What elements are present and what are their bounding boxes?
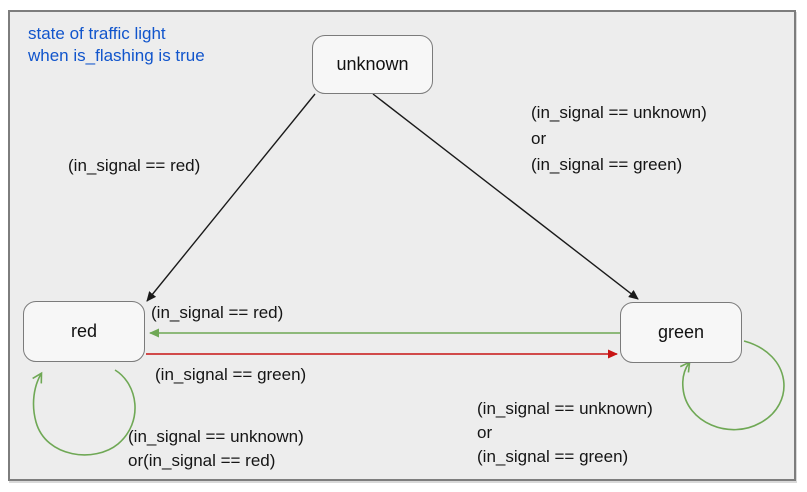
transitions-layer: [32, 93, 785, 456]
edge-label-line: (in_signal == unknown): [128, 427, 304, 446]
edge-label-line: or: [477, 423, 493, 442]
transition-red-self-loop: [32, 369, 136, 456]
edge-label-red-self-loop: (in_signal == unknown) or(in_signal == r…: [128, 425, 304, 473]
edge-label-green-to-red: (in_signal == red): [151, 303, 284, 322]
edge-label-unknown-to-red: (in_signal == red): [68, 156, 201, 175]
diagram-title: state of traffic light when is_flashing …: [28, 23, 205, 67]
edge-label-line: or: [531, 129, 547, 148]
title-line-1: state of traffic light: [28, 24, 166, 43]
edge-label-unknown-to-green: (in_signal == unknown) or (in_signal == …: [531, 100, 707, 178]
edge-label-line: or(in_signal == red): [128, 451, 276, 470]
diagram-panel: state of traffic light when is_flashing …: [8, 10, 796, 481]
edge-label-line: (in_signal == green): [477, 447, 629, 466]
state-node-green: green: [620, 302, 742, 363]
transition-unknown-to-green-line: [372, 93, 639, 300]
state-label-unknown: unknown: [336, 54, 409, 74]
state-label-green: green: [657, 322, 705, 342]
edge-label-line: (in_signal == unknown): [477, 399, 653, 418]
title-line-2: when is_flashing is true: [28, 46, 205, 65]
edge-label-line: (in_signal == unknown): [531, 103, 707, 122]
state-node-unknown: unknown: [312, 35, 433, 94]
edge-label-line: (in_signal == green): [531, 155, 683, 174]
edge-label-green-self-loop: (in_signal == unknown) or (in_signal == …: [477, 397, 653, 469]
edge-label-red-to-green: (in_signal == green): [155, 365, 307, 384]
state-label-red: red: [70, 321, 97, 341]
transition-unknown-to-red-line: [146, 93, 316, 302]
state-node-red: red: [23, 301, 145, 362]
transition-green-self-loop: [679, 340, 785, 431]
